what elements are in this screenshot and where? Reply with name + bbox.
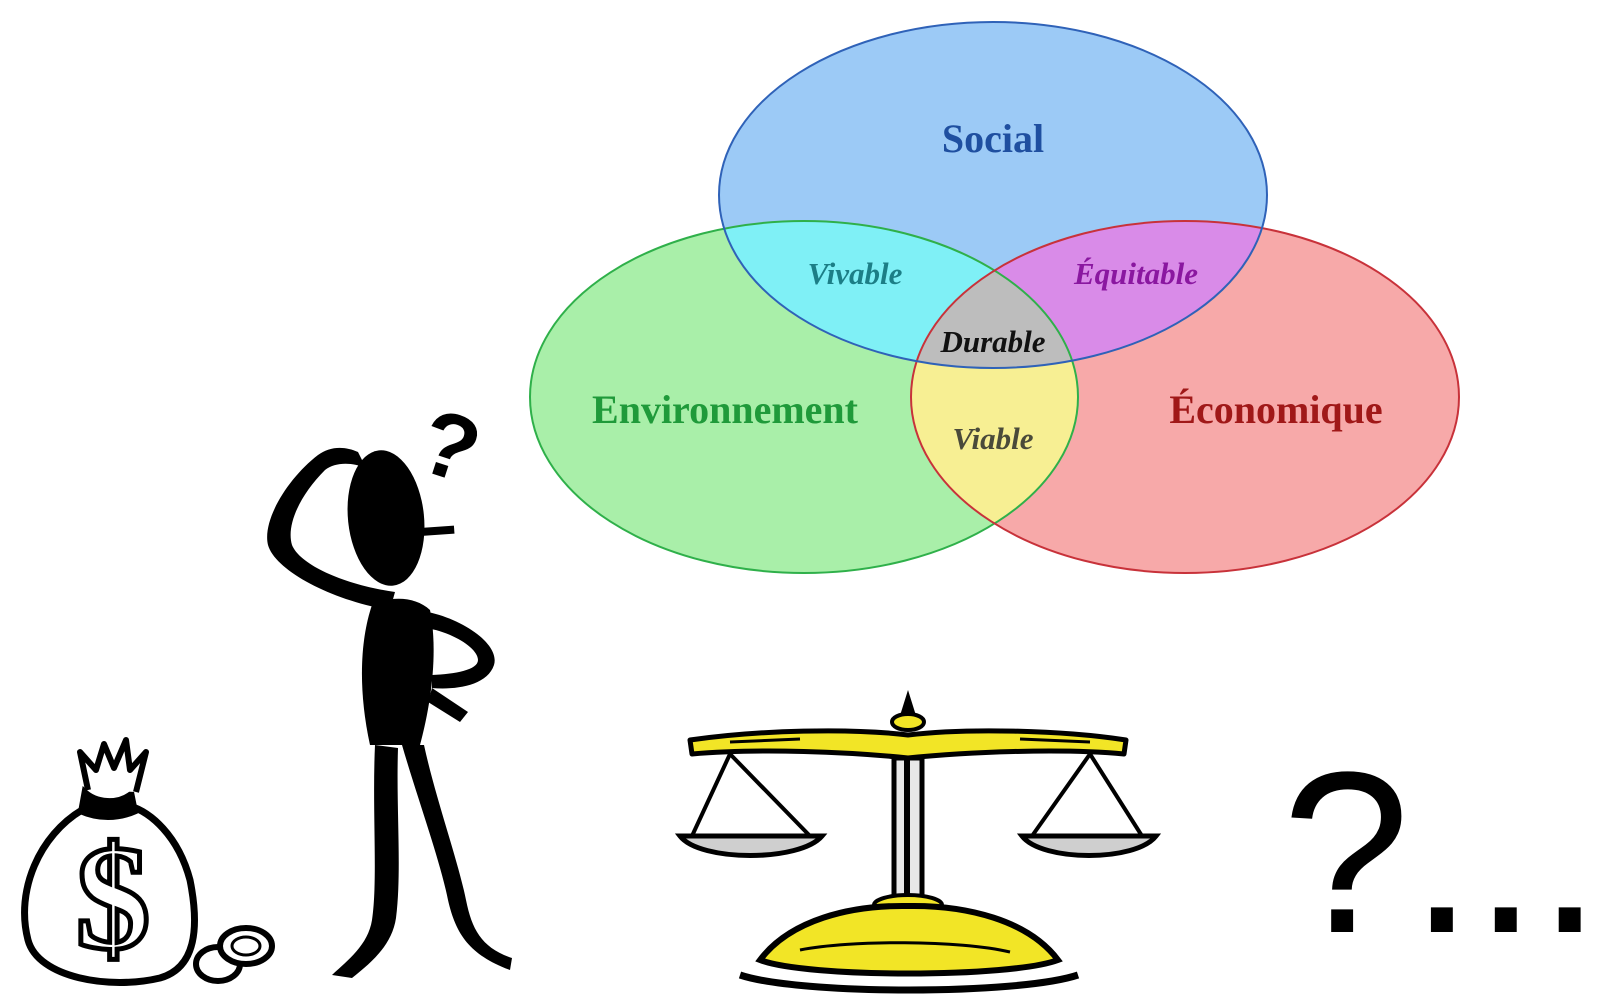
label-social: Social [942, 116, 1044, 161]
label-viable: Viable [953, 421, 1034, 456]
dollar-sign-icon: $ [76, 815, 151, 981]
label-vivable: Vivable [808, 256, 903, 291]
question-mark-thought-icon: ? [407, 389, 492, 503]
balance-scale-icon [674, 690, 1162, 994]
region-equitable [911, 221, 1267, 368]
label-economique: Économique [1169, 387, 1382, 432]
outline-social [718, 21, 1268, 369]
label-environnement: Environnement [592, 387, 859, 432]
thinking-person-icon: ? [267, 389, 512, 978]
trailing-question-text: ?... [1282, 724, 1602, 981]
label-durable: Durable [939, 324, 1045, 359]
outline-environnement [529, 220, 1079, 574]
money-bag-icon: $ [21, 737, 275, 986]
outline-economique [910, 220, 1460, 574]
region-vivable [719, 221, 1078, 368]
label-equitable: Équitable [1073, 256, 1198, 291]
venn-diagram: Social Environnement Économique Vivable … [529, 21, 1460, 574]
